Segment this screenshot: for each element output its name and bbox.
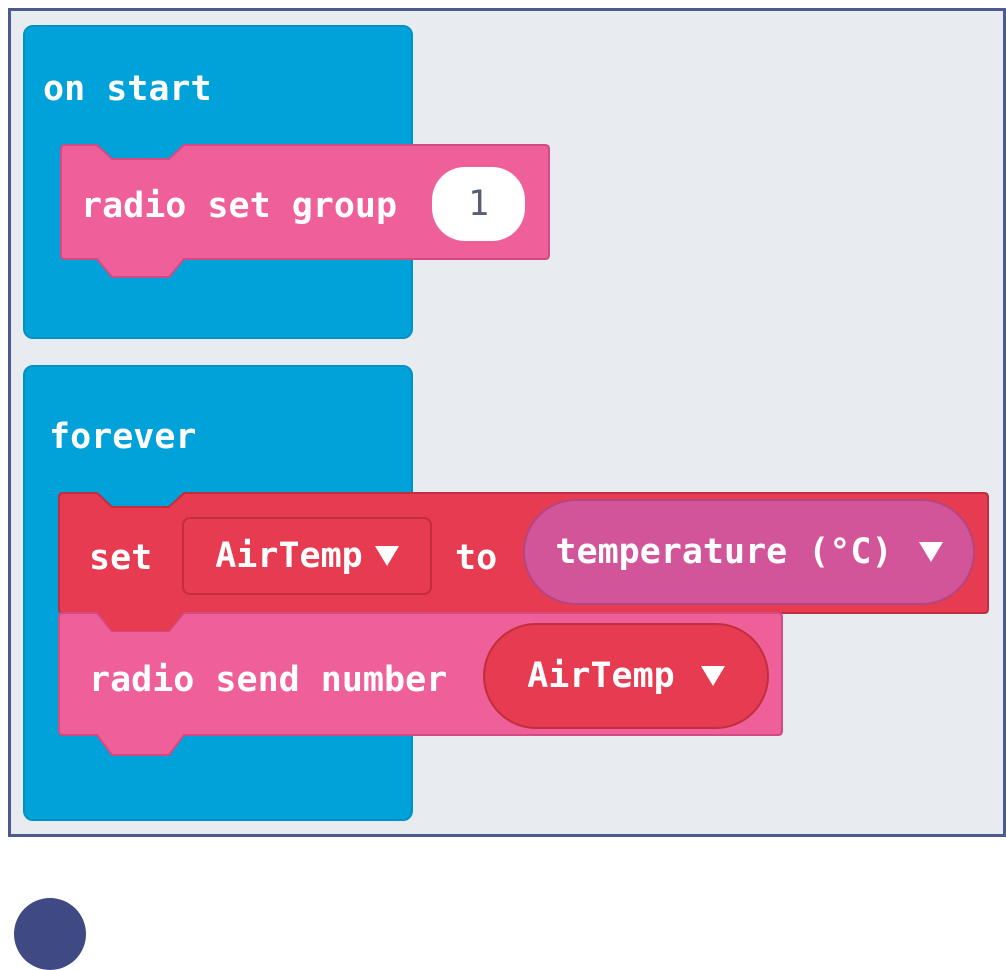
radio-set-group-block[interactable] [11, 11, 571, 311]
variable-dropdown[interactable]: AirTemp [182, 517, 432, 595]
blocks-workspace[interactable]: on start radio set group 1 forever set A… [8, 8, 1006, 837]
triangle-down-icon [374, 546, 399, 566]
airtemp-variable-label: AirTemp [527, 655, 675, 696]
triangle-down-icon[interactable] [918, 542, 943, 562]
variable-dropdown-value: AirTemp [215, 535, 363, 576]
temperature-reporter[interactable]: temperature (°C) [523, 499, 975, 605]
on-start-label: on start [43, 69, 212, 109]
to-label: to [455, 538, 498, 578]
triangle-down-icon[interactable] [700, 666, 725, 686]
airtemp-variable-reporter[interactable]: AirTemp [483, 623, 769, 729]
radio-set-group-label: radio set group [81, 186, 398, 226]
set-block-notch [97, 611, 184, 631]
set-label: set [89, 538, 153, 578]
forever-label: forever [49, 417, 197, 457]
group-number-value: 1 [467, 183, 490, 224]
temperature-reporter-label: temperature (°C) [555, 531, 893, 572]
group-number-field[interactable]: 1 [432, 167, 525, 241]
radio-send-number-label: radio send number [89, 660, 448, 700]
